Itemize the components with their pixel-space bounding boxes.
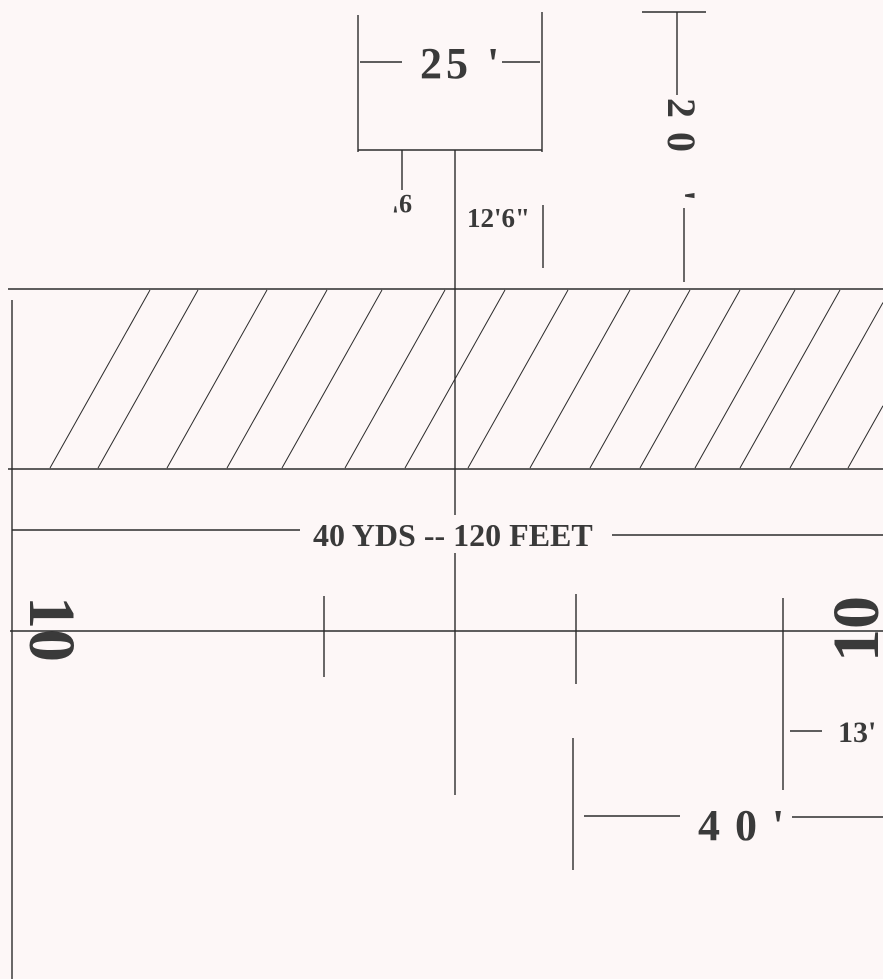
right-offset-dimension: 13' bbox=[790, 716, 876, 749]
hatch-line bbox=[97, 289, 199, 469]
hatch-line bbox=[49, 289, 151, 469]
hatched-band bbox=[8, 288, 883, 470]
dim-field-width-label: 40 YDS -- 120 FEET bbox=[313, 517, 593, 553]
field-width-dimension: 40 YDS -- 120 FEET bbox=[12, 515, 883, 553]
hatch-line bbox=[166, 289, 268, 469]
band-hatch-lines bbox=[49, 289, 883, 469]
dim-bottom-width-label: 4 0 ' bbox=[698, 801, 786, 850]
hatch-line bbox=[847, 405, 883, 469]
dim-goal-width-label: 25 ' bbox=[420, 39, 503, 88]
dim-goal-depth-label: 20 ' bbox=[659, 98, 704, 215]
small-offsets: 9' 12'6" bbox=[392, 150, 544, 268]
hatch-line bbox=[789, 302, 883, 469]
hatch-line bbox=[226, 289, 328, 469]
hatch-line bbox=[467, 289, 569, 469]
hatch-line bbox=[344, 289, 446, 469]
dim-half-width-label: 12'6" bbox=[467, 203, 530, 233]
hatch-line bbox=[639, 289, 741, 469]
hatch-line bbox=[589, 289, 691, 469]
hatch-line bbox=[529, 289, 631, 469]
yard-number-left: 10 bbox=[15, 596, 88, 662]
dim-right-offset-label: 13' bbox=[838, 716, 876, 749]
dim-offset-small-label: 9' bbox=[392, 189, 412, 218]
bottom-width-dimension: 4 0 ' bbox=[572, 738, 883, 870]
hatch-line bbox=[404, 289, 506, 469]
hatch-line bbox=[739, 289, 841, 469]
hatch-line bbox=[281, 289, 383, 469]
goal-box: 25 ' bbox=[357, 12, 543, 152]
ten-yard-line-group: 10 10 bbox=[10, 594, 883, 790]
yard-number-right: 10 bbox=[820, 596, 883, 662]
dim-20-group: 20 ' bbox=[642, 11, 706, 282]
hatch-line bbox=[694, 289, 796, 469]
dim-field-label-bg bbox=[308, 515, 608, 553]
